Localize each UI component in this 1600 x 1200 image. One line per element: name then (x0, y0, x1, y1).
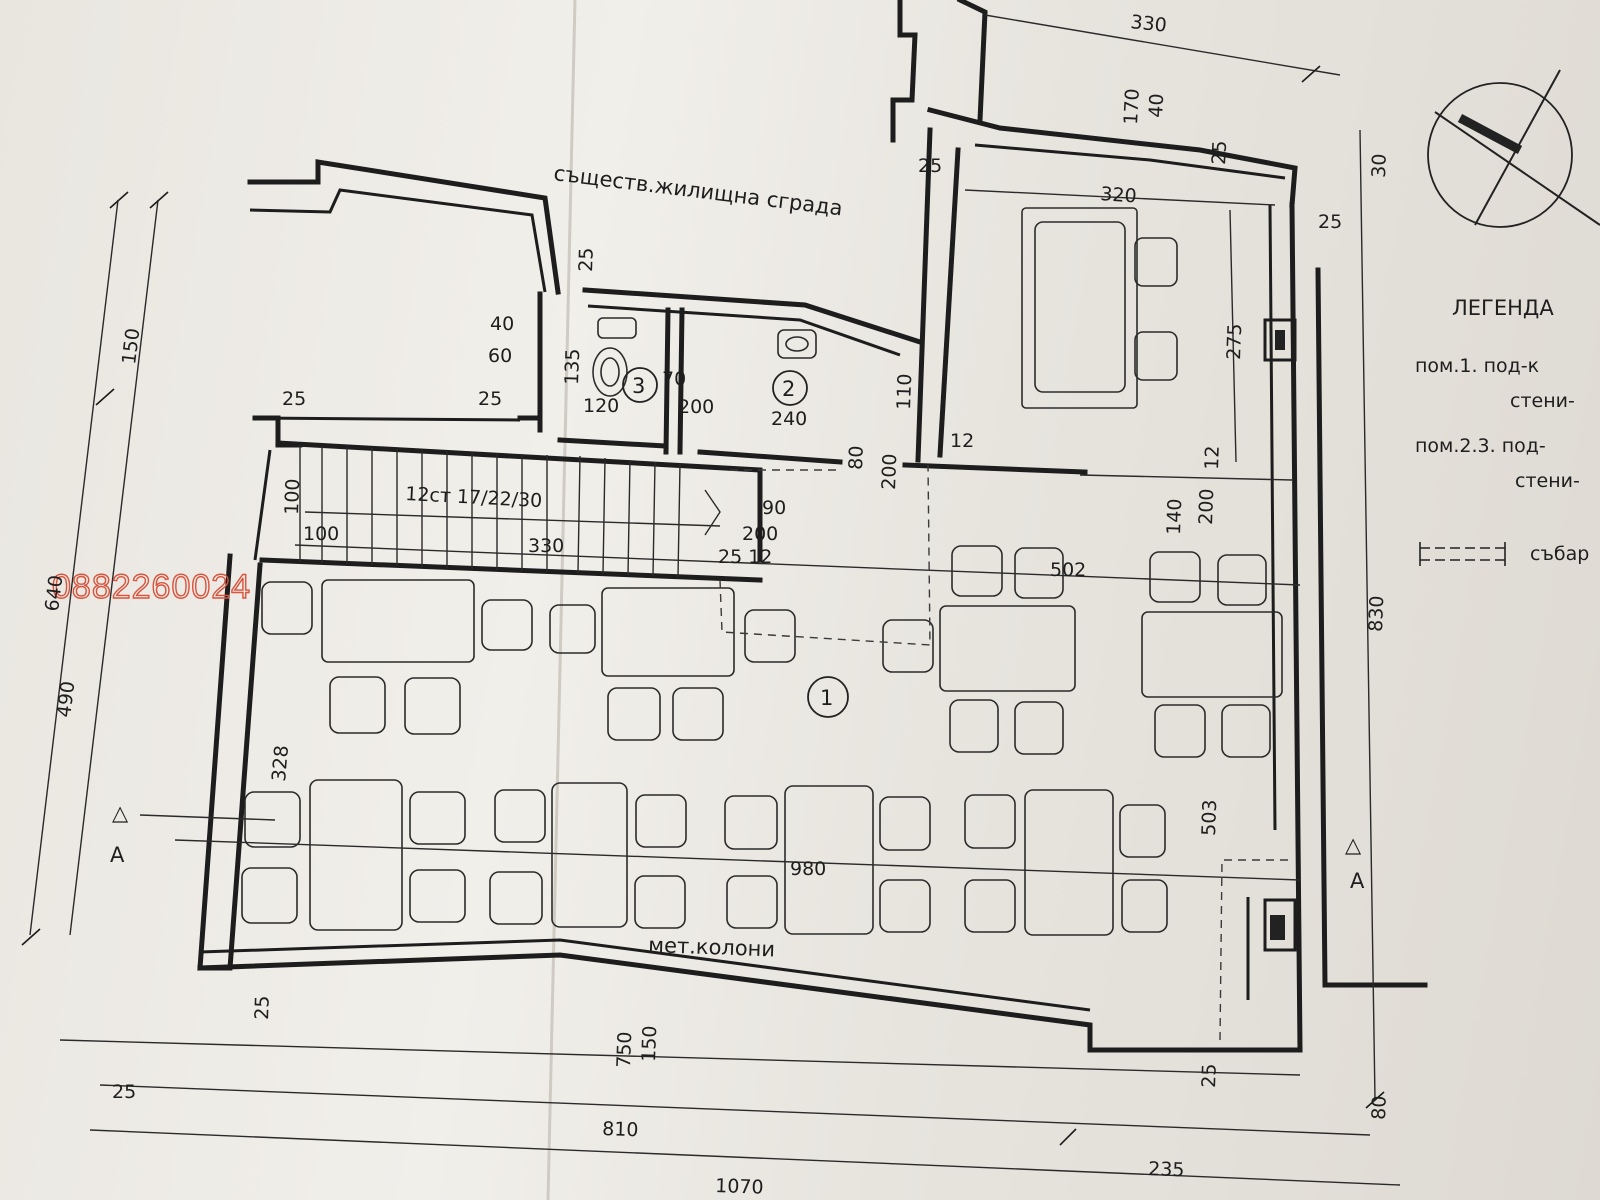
columns-label: мет.колони (648, 933, 776, 961)
dimension-value: 100 (303, 523, 339, 545)
dimension-value: 25 (918, 155, 942, 177)
dimension-value: 275 (1223, 323, 1246, 360)
dimension-value: 502 (1050, 559, 1086, 581)
demolition-outlines (719, 464, 1290, 1041)
dimension-value: 980 (790, 858, 826, 880)
north-arrow-icon (1427, 69, 1600, 228)
dimension-value: 1070 (715, 1175, 764, 1199)
room-markers: 1 2 3 (622, 367, 849, 718)
dimension-value: 328 (268, 744, 293, 782)
svg-text:△: △ (112, 801, 129, 825)
dimension-value: 25 (251, 995, 274, 1020)
dimension-value: 830 (1365, 595, 1388, 632)
dimension-value: 12 (1201, 445, 1224, 470)
legend-line-4: стени- (1515, 470, 1580, 492)
legend-line-1: пом.1. под-к (1415, 355, 1539, 377)
dimension-value: 90 (762, 497, 786, 519)
room-2-label: 2 (782, 377, 795, 401)
dimension-value: 25 (1198, 1063, 1221, 1088)
dimension-value: 170 (1120, 88, 1144, 125)
dimension-value: 490 (53, 680, 79, 719)
dimension-value: 200 (742, 523, 778, 545)
dimension-value: 60 (488, 345, 512, 367)
dimension-value: 200 (678, 396, 714, 418)
room-3-circle (622, 367, 658, 403)
dimension-value: 150 (638, 1025, 661, 1062)
dimension-lines (21, 14, 1401, 1186)
dimension-values: 330 170 40 25 30 25 320 25 25 275 40 60 … (41, 11, 1391, 1199)
dimension-value: 12 (950, 430, 974, 452)
dimension-value: 810 (602, 1118, 639, 1141)
dimension-value: 320 (1100, 183, 1138, 207)
dimension-value: 640 (41, 574, 67, 613)
building-label: съществ.жилищна сграда (552, 161, 844, 220)
room-1-label: 1 (820, 686, 833, 710)
paper-fold (546, 0, 577, 1200)
dimension-value: 503 (1198, 799, 1221, 836)
dimension-value: 330 (1129, 11, 1167, 37)
dimension-value: 40 (1145, 93, 1168, 118)
svg-text:A: A (1350, 869, 1365, 893)
dimension-value: 200 (878, 453, 901, 490)
dimension-value: 140 (1163, 498, 1186, 535)
dimension-value: 200 (1195, 488, 1218, 525)
section-mark-right: △ A (1345, 833, 1365, 893)
legend: ЛЕГЕНДА пом.1. под-к стени- пом.2.3. под… (1415, 296, 1589, 566)
dimension-value: 100 (281, 478, 304, 515)
dimension-value: 750 (613, 1031, 636, 1068)
dimension-value: 25 (112, 1081, 136, 1103)
watermark-phone: 0882260024 (52, 568, 251, 606)
dimension-value: 25 12 (718, 546, 772, 568)
dimension-value: 30 (1368, 153, 1391, 178)
dimension-value: 150 (118, 327, 144, 366)
dimension-value: 110 (893, 373, 916, 410)
dimension-value: 235 (1148, 1158, 1185, 1181)
room-2-circle (772, 370, 808, 406)
room-1-circle (807, 676, 849, 718)
legend-line-3: пом.2.3. под- (1415, 435, 1546, 457)
dimension-value: 135 (561, 348, 584, 385)
dimension-value: 25 (1318, 211, 1342, 233)
walls (197, 0, 1428, 1053)
room-3-label: 3 (632, 374, 645, 398)
dimension-value: 120 (583, 395, 619, 417)
svg-text:A: A (110, 843, 125, 867)
dimension-value: 70 (662, 368, 686, 390)
dimension-value: 40 (490, 313, 514, 335)
legend-dashed-symbol (1419, 542, 1506, 566)
dimension-value: 25 (1208, 140, 1231, 165)
section-mark-left: △ A (110, 801, 129, 867)
dimension-value: 25 (575, 247, 598, 272)
svg-text:△: △ (1345, 833, 1362, 857)
dimension-value: 80 (1368, 1095, 1391, 1120)
legend-line-2: стени- (1510, 390, 1575, 412)
legend-title: ЛЕГЕНДА (1452, 296, 1554, 320)
dimension-value: 80 (845, 445, 868, 470)
dimension-value: 240 (771, 408, 807, 430)
legend-line-5: събар (1530, 543, 1589, 565)
staircase (299, 445, 721, 578)
dimension-value: 330 (528, 535, 564, 557)
dimension-value: 25 (478, 388, 502, 410)
dimension-value: 25 (282, 388, 306, 410)
